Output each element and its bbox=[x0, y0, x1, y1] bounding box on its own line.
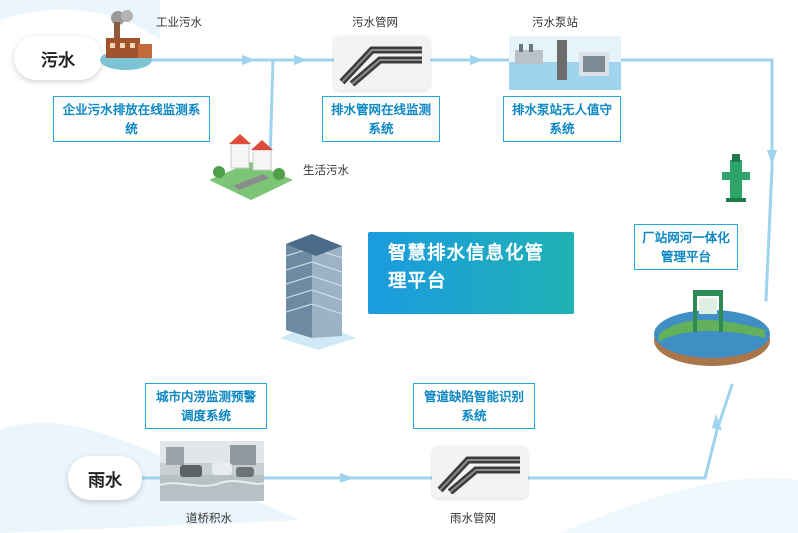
sewage-pipe-card bbox=[334, 36, 430, 90]
enterprise-monitor-system: 企业污水排放在线监测系统 bbox=[53, 96, 210, 142]
smart-drainage-platform: 智慧排水信息化管理平台 bbox=[368, 232, 574, 314]
rain-badge: 雨水 bbox=[68, 456, 142, 500]
pipe-monitor-system: 排水管网在线监测系统 bbox=[322, 96, 440, 142]
waterlogging-warning-label: 城市内涝监测预警调度系统 bbox=[155, 389, 256, 423]
sewage-badge: 污水 bbox=[14, 36, 102, 80]
waterlogging-warning-system: 城市内涝监测预警调度系统 bbox=[145, 383, 267, 429]
sewage-badge-label: 污水 bbox=[41, 50, 75, 71]
pipe-icon bbox=[339, 46, 422, 86]
residential-houses-icon bbox=[209, 134, 293, 200]
pipe-monitor-label: 排水管网在线监测系统 bbox=[330, 102, 431, 136]
treatment-pond-icon bbox=[654, 290, 770, 366]
plant-river-system: 厂站网河一体化管理平台 bbox=[634, 224, 738, 270]
enterprise-monitor-label: 企业污水排放在线监测系统 bbox=[62, 102, 201, 136]
defect-recognition-system: 管道缺陷智能识别系统 bbox=[413, 383, 535, 429]
factory-icon bbox=[100, 10, 152, 70]
platform-title: 智慧排水信息化管理平台 bbox=[388, 243, 545, 292]
pump-station-caption: 污水泵站 bbox=[532, 15, 578, 29]
hydrant-icon bbox=[722, 154, 750, 202]
pump-station-icon bbox=[509, 36, 621, 90]
industrial-sewage-caption: 工业污水 bbox=[156, 15, 202, 29]
pump-unattended-system: 排水泵站无人值守系统 bbox=[503, 96, 621, 142]
rain-pipe-card bbox=[432, 446, 528, 498]
defect-recognition-label: 管道缺陷智能识别系统 bbox=[423, 389, 524, 423]
pump-unattended-label: 排水泵站无人值守系统 bbox=[511, 102, 612, 136]
domestic-sewage-caption: 生活污水 bbox=[303, 163, 349, 177]
pipe-icon bbox=[437, 456, 520, 494]
plant-river-label: 厂站网河一体化管理平台 bbox=[642, 230, 730, 264]
sewage-pipe-caption: 污水管网 bbox=[352, 15, 398, 29]
bridge-ponding-caption: 道桥积水 bbox=[186, 511, 232, 525]
rain-badge-label: 雨水 bbox=[88, 470, 122, 491]
office-building-icon bbox=[280, 234, 356, 350]
flooded-street-icon bbox=[160, 441, 264, 501]
rain-pipe-caption: 雨水管网 bbox=[450, 511, 496, 525]
